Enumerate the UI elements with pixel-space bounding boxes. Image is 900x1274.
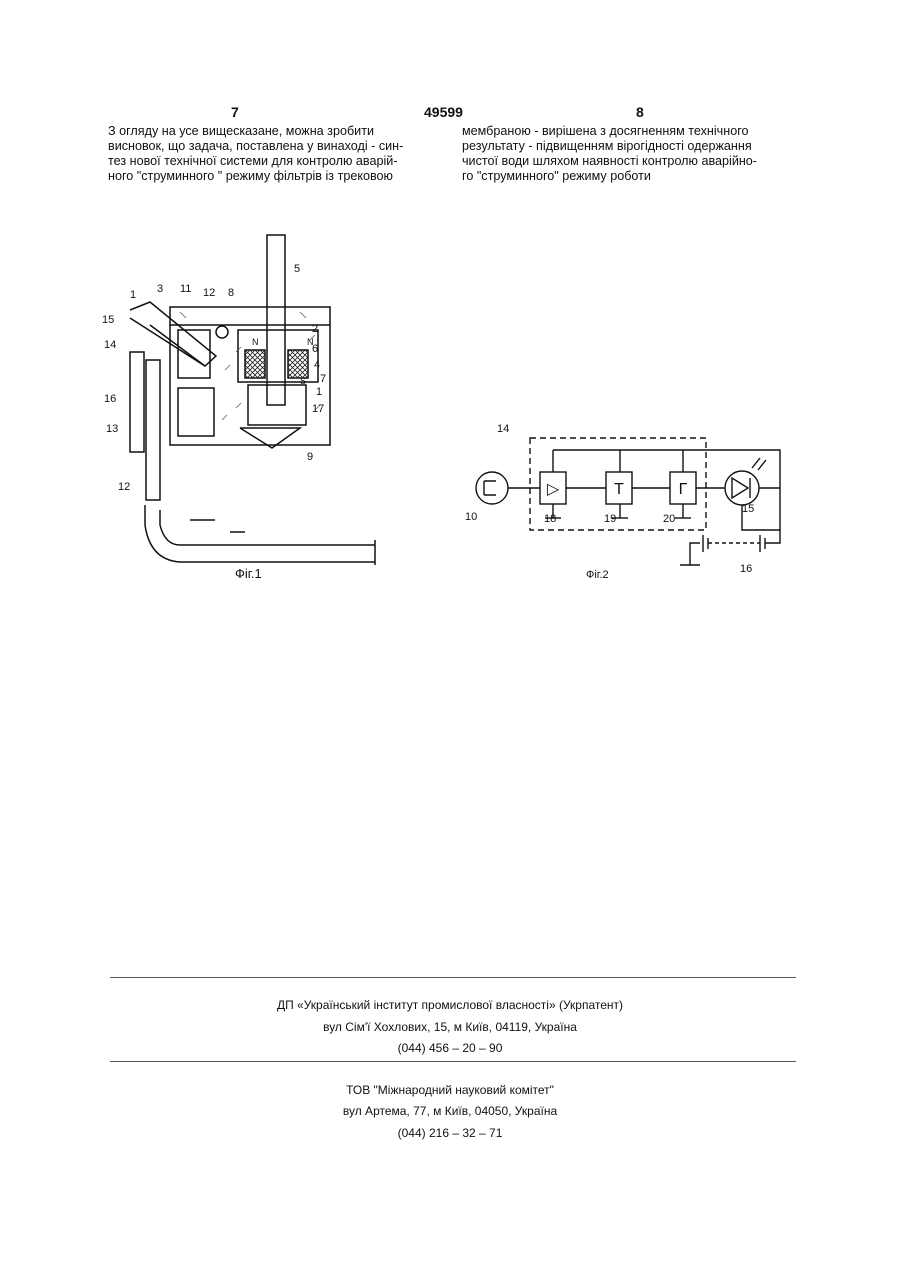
footer-divider-top <box>110 977 796 978</box>
text-line: го "струминного" режиму роботи <box>462 169 792 184</box>
text-line: тез нової технічної системи для контролю… <box>108 154 438 169</box>
footer-org-1: ДП «Український інститут промислової вла… <box>0 998 900 1012</box>
svg-text:5: 5 <box>294 263 300 275</box>
text-line: результату - підвищенням вірогідності од… <box>462 139 792 154</box>
svg-text:1: 1 <box>130 289 136 301</box>
figure-1-caption: Фіг.1 <box>235 566 262 581</box>
svg-text:1: 1 <box>316 386 322 398</box>
svg-text:12: 12 <box>203 287 215 299</box>
svg-text:15: 15 <box>102 314 114 326</box>
figure-1-drawing: 1 3 11 12 8 5 15 2 6 4 7 1 17 14 16 13 9… <box>100 225 390 575</box>
amplifier-block-label: ▷ <box>547 481 560 498</box>
page-number-right: 8 <box>636 104 644 120</box>
footer-phone-2: (044) 216 – 32 – 71 <box>0 1126 900 1140</box>
svg-text:20: 20 <box>663 513 675 525</box>
svg-text:3: 3 <box>157 283 163 295</box>
t-block-label: Т <box>614 481 624 498</box>
text-line: ного "струминного " режиму фільтрів із т… <box>108 169 438 184</box>
footer-address-1: вул Сім'ї Хохлових, 15, м Київ, 04119, У… <box>0 1020 900 1034</box>
svg-text:17: 17 <box>312 403 324 415</box>
svg-text:14: 14 <box>104 339 116 351</box>
svg-text:2: 2 <box>312 323 318 335</box>
footer-phone-1: (044) 456 – 20 – 90 <box>0 1041 900 1055</box>
svg-text:8: 8 <box>228 287 234 299</box>
svg-text:N: N <box>307 337 314 347</box>
text-line: мембраною - вирішена з досягненням техні… <box>462 124 792 139</box>
figure-2-circuit: 14 10 18 19 20 15 16 ▷ Т Г <box>460 415 800 585</box>
g-block-label: Г <box>679 481 688 498</box>
text-column-right: мембраною - вирішена з досягненням техні… <box>462 124 792 184</box>
text-column-left: З огляду на усе вищесказане, можна зроби… <box>108 124 438 184</box>
svg-text:7: 7 <box>320 373 326 385</box>
patent-number: 49599 <box>424 104 463 120</box>
text-line: З огляду на усе вищесказане, можна зроби… <box>108 124 438 139</box>
svg-text:4: 4 <box>314 359 320 371</box>
svg-text:14: 14 <box>497 423 509 435</box>
figure-2-caption: Фіг.2 <box>586 569 609 581</box>
footer-org-2: ТОВ "Міжнародний науковий комітет" <box>0 1083 900 1097</box>
svg-text:16: 16 <box>740 563 752 575</box>
svg-text:16: 16 <box>104 393 116 405</box>
footer-divider-bottom <box>110 1061 796 1062</box>
svg-text:10: 10 <box>465 511 477 523</box>
page-number-left: 7 <box>231 104 239 120</box>
svg-text:13: 13 <box>106 423 118 435</box>
text-line: чистої води шляхом наявності контролю ав… <box>462 154 792 169</box>
footer-address-2: вул Артема, 77, м Київ, 04050, Україна <box>0 1104 900 1118</box>
svg-text:19: 19 <box>604 513 616 525</box>
svg-text:S: S <box>300 376 306 386</box>
svg-text:9: 9 <box>307 451 313 463</box>
svg-text:12: 12 <box>118 481 130 493</box>
svg-text:11: 11 <box>180 283 191 295</box>
svg-text:N: N <box>252 337 259 347</box>
text-line: висновок, що задача, поставлена у винахо… <box>108 139 438 154</box>
svg-text:18: 18 <box>544 513 556 525</box>
svg-text:15: 15 <box>742 503 754 515</box>
